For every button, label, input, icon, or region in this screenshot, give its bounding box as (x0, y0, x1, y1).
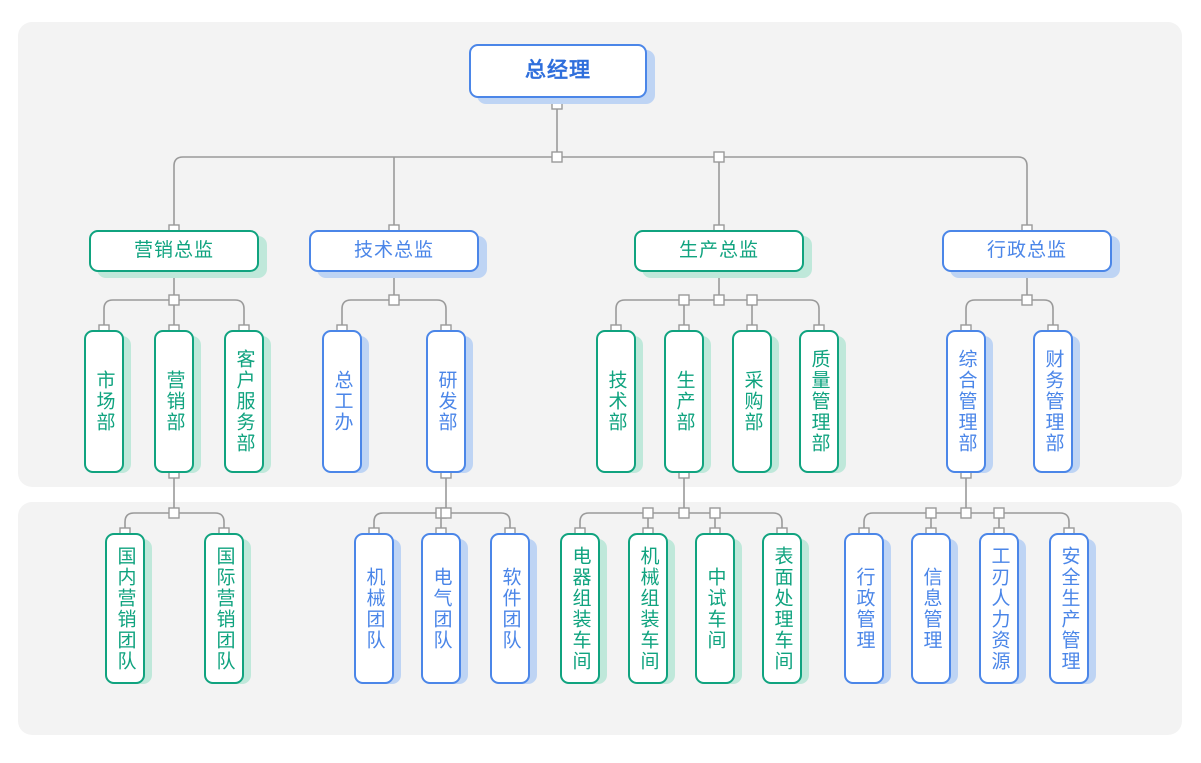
node-label: 行政总监 (986, 239, 1067, 261)
node-label: 生产部 (673, 370, 695, 433)
node-label: 工刃人力资源 (988, 545, 1010, 672)
node-label: 营销总监 (133, 239, 214, 261)
node-dept-finance-management[interactable]: 财务管理部 (1033, 330, 1073, 473)
node-team-international-marketing[interactable]: 国际营销团队 (204, 533, 244, 684)
node-dept-customer-service[interactable]: 客户服务部 (224, 330, 264, 473)
node-dept-chief-engineer-office[interactable]: 总工办 (322, 330, 362, 473)
node-label: 研发部 (435, 370, 457, 433)
node-marketing-director[interactable]: 营销总监 (89, 230, 259, 272)
node-dept-production[interactable]: 生产部 (664, 330, 704, 473)
node-label: 中试车间 (704, 566, 726, 651)
node-unit-safety-production-management[interactable]: 安全生产管理 (1049, 533, 1089, 684)
node-label: 技术部 (605, 370, 627, 433)
node-dept-quality-management[interactable]: 质量管理部 (799, 330, 839, 473)
node-label: 生产总监 (678, 239, 759, 261)
node-label: 国内营销团队 (114, 545, 136, 672)
node-label: 财务管理部 (1042, 349, 1064, 454)
node-dept-rnd[interactable]: 研发部 (426, 330, 466, 473)
node-dept-engineering[interactable]: 技术部 (596, 330, 636, 473)
node-unit-information-management[interactable]: 信息管理 (911, 533, 951, 684)
node-label: 总工办 (331, 370, 353, 433)
node-label: 质量管理部 (808, 349, 830, 454)
node-dept-procurement[interactable]: 采购部 (732, 330, 772, 473)
node-workshop-pilot-test[interactable]: 中试车间 (695, 533, 735, 684)
node-label: 电器组装车间 (569, 545, 591, 672)
node-workshop-surface-treatment[interactable]: 表面处理车间 (762, 533, 802, 684)
node-unit-administrative-management[interactable]: 行政管理 (844, 533, 884, 684)
node-workshop-mechanical-assembly[interactable]: 机械组装车间 (628, 533, 668, 684)
node-label: 市场部 (93, 370, 115, 433)
node-workshop-electrical-assembly[interactable]: 电器组装车间 (560, 533, 600, 684)
node-label: 机械组装车间 (637, 545, 659, 672)
node-label: 机械团队 (363, 566, 385, 651)
node-label: 综合管理部 (955, 349, 977, 454)
node-dept-general-management[interactable]: 综合管理部 (946, 330, 986, 473)
node-label: 行政管理 (853, 566, 875, 651)
node-team-electrical[interactable]: 电气团队 (421, 533, 461, 684)
node-label: 客户服务部 (233, 349, 255, 454)
node-general-manager[interactable]: 总经理 (469, 44, 647, 98)
node-production-director[interactable]: 生产总监 (634, 230, 804, 272)
node-label: 国际营销团队 (213, 545, 235, 672)
node-label: 采购部 (741, 370, 763, 433)
node-dept-market[interactable]: 市场部 (84, 330, 124, 473)
node-label: 安全生产管理 (1058, 545, 1080, 672)
node-label: 营销部 (163, 370, 185, 433)
node-label: 表面处理车间 (771, 545, 793, 672)
node-team-mechanical[interactable]: 机械团队 (354, 533, 394, 684)
node-technology-director[interactable]: 技术总监 (309, 230, 479, 272)
node-team-domestic-marketing[interactable]: 国内营销团队 (105, 533, 145, 684)
node-team-software[interactable]: 软件团队 (490, 533, 530, 684)
node-unit-human-resources[interactable]: 工刃人力资源 (979, 533, 1019, 684)
node-label: 总经理 (525, 58, 591, 82)
node-dept-marketing[interactable]: 营销部 (154, 330, 194, 473)
node-label: 信息管理 (920, 566, 942, 651)
node-administration-director[interactable]: 行政总监 (942, 230, 1112, 272)
node-label: 电气团队 (430, 566, 452, 651)
node-label: 软件团队 (499, 566, 521, 651)
node-label: 技术总监 (353, 239, 434, 261)
